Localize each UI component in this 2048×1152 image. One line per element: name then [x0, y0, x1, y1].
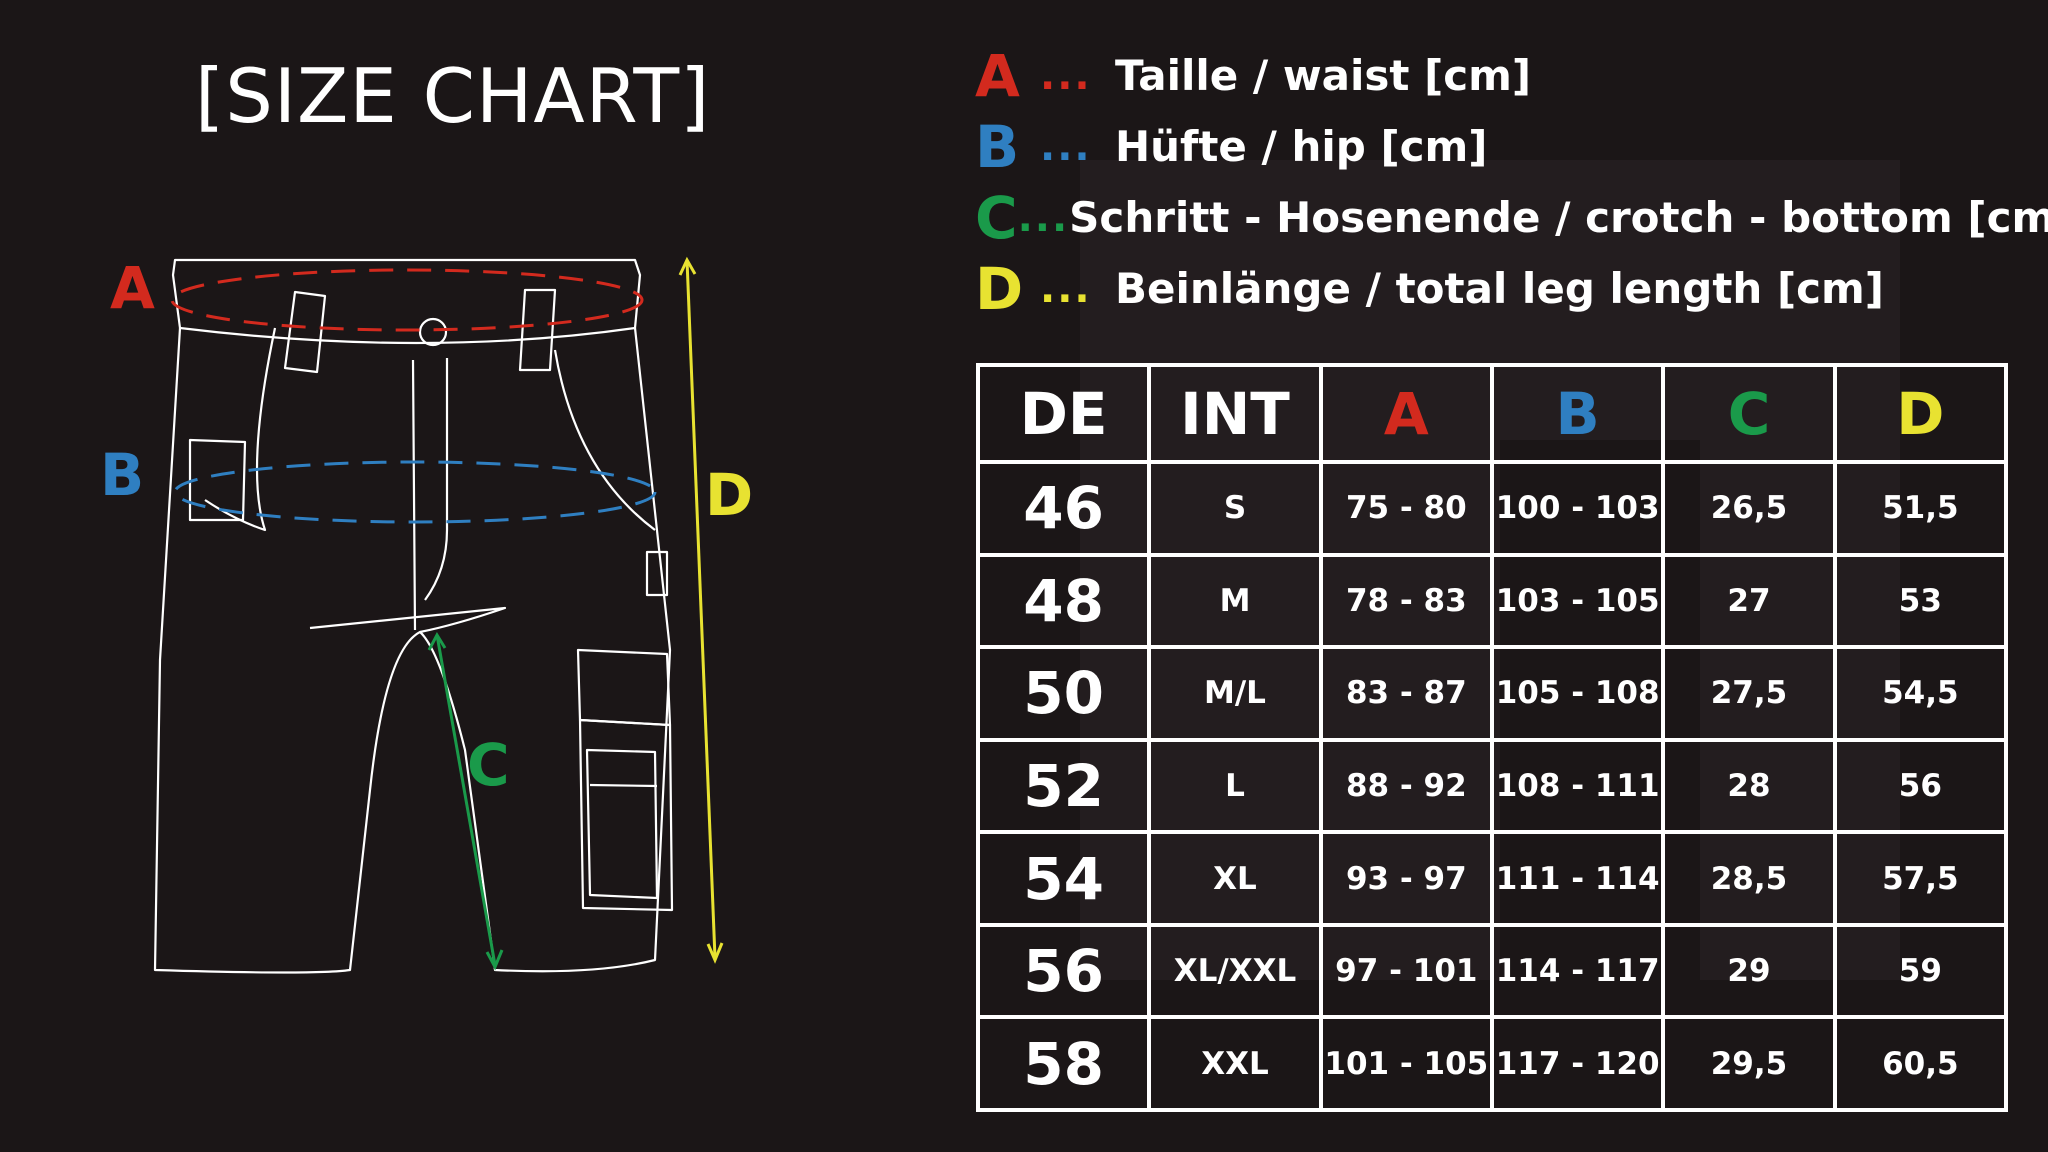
legend-row-a: A ... Taille / waist [cm]	[975, 40, 2035, 111]
cell-int: M	[1147, 552, 1323, 650]
cell-d: 59	[1832, 922, 2009, 1020]
cell-int: L	[1147, 737, 1323, 835]
cell-a: 83 - 87	[1318, 645, 1494, 742]
table-row: 48 M 78 - 83 103 - 105 27 53	[975, 552, 2009, 650]
cell-b: 100 - 103	[1489, 460, 1666, 557]
cell-de: 56	[975, 922, 1152, 1020]
cell-a: 101 - 105	[1318, 1015, 1494, 1112]
legend-text-waist: Taille / waist [cm]	[1115, 51, 1532, 100]
crotch-measure-arrow	[427, 631, 504, 971]
table-row: 46 S 75 - 80 100 - 103 26,5 51,5	[975, 460, 2009, 557]
cell-d: 53	[1832, 552, 2009, 650]
cell-c: 27,5	[1661, 645, 1837, 742]
pocket-left-patch	[188, 438, 247, 522]
leg-length-measure-arrow	[678, 256, 724, 964]
header-c: C	[1661, 363, 1837, 464]
legend-dots-a: ...	[1040, 52, 1092, 99]
cell-c: 28	[1661, 737, 1837, 835]
side-tab	[645, 550, 669, 597]
header-a: A	[1318, 363, 1494, 464]
pocket-left	[204, 327, 277, 532]
legend-row-d: D ... Beinlänge / total leg length [cm]	[975, 253, 2035, 324]
table-header-row: DE INT A B C D	[975, 363, 2009, 464]
size-table: DE INT A B C D 46 S 75 - 80 100 - 103 26…	[975, 363, 2009, 1112]
cell-c: 28,5	[1661, 830, 1837, 927]
table-row: 52 L 88 - 92 108 - 111 28 56	[975, 737, 2009, 835]
cell-b: 108 - 111	[1489, 737, 1666, 835]
measurement-legend: A ... Taille / waist [cm] B ... Hüfte / …	[975, 40, 2048, 324]
shorts-diagram: A B C D	[95, 230, 795, 990]
page-title: [SIZE CHART]	[195, 52, 711, 140]
cell-b: 103 - 105	[1489, 552, 1666, 650]
table-row: 54 XL 93 - 97 111 - 114 28,5 57,5	[975, 830, 2009, 927]
cargo-flap	[576, 648, 672, 727]
diagram-label-c: C	[467, 731, 510, 799]
diagram-label-d: D	[705, 461, 753, 529]
table-row: 56 XL/XXL 97 - 101 114 - 117 29 59	[975, 922, 2009, 1020]
cell-d: 51,5	[1832, 460, 2009, 557]
belt-loop-right	[518, 288, 557, 372]
cell-c: 27	[1661, 552, 1837, 650]
header-d: D	[1832, 363, 2009, 464]
cell-int: XL	[1147, 830, 1323, 927]
cell-b: 117 - 120	[1489, 1015, 1666, 1112]
legend-dots-d: ...	[1040, 265, 1092, 312]
cell-a: 75 - 80	[1318, 460, 1494, 557]
cell-a: 97 - 101	[1318, 922, 1494, 1020]
cell-int: XXL	[1147, 1015, 1323, 1112]
pocket-right	[553, 349, 656, 531]
legend-text-hip: Hüfte / hip [cm]	[1115, 122, 1488, 171]
cell-de: 48	[975, 552, 1152, 650]
header-int: INT	[1147, 363, 1323, 464]
legend-letter-b: B	[975, 112, 1020, 181]
cell-b: 105 - 108	[1489, 645, 1666, 742]
legend-text-leg-length: Beinlänge / total leg length [cm]	[1115, 264, 1885, 313]
waist-button	[418, 317, 448, 347]
legend-dots-c: ...	[1017, 194, 1070, 241]
cargo-inner	[585, 748, 659, 900]
cell-int: XL/XXL	[1147, 922, 1323, 1020]
cell-d: 54,5	[1832, 645, 2009, 742]
diagram-label-a: A	[110, 254, 155, 322]
table-row: 58 XXL 101 - 105 117 - 120 29,5 60,5	[975, 1015, 2009, 1112]
cell-d: 57,5	[1832, 830, 2009, 927]
cargo-inner-line	[589, 783, 658, 788]
shorts-outline	[153, 327, 672, 974]
legend-text-crotch: Schritt - Hosenende / crotch - bottom [c…	[1069, 193, 2048, 242]
legend-dots-b: ...	[1040, 123, 1092, 170]
cell-a: 88 - 92	[1318, 737, 1494, 835]
shorts-illustration: A B C D	[100, 254, 753, 974]
legend-row-b: B ... Hüfte / hip [cm]	[975, 111, 2035, 182]
table-row: 50 M/L 83 - 87 105 - 108 27,5 54,5	[975, 645, 2009, 742]
waist-measure-ellipse	[170, 268, 644, 332]
diagram-label-b: B	[100, 441, 144, 509]
legend-row-c: C ... Schritt - Hosenende / crotch - bot…	[975, 182, 2048, 253]
header-b: B	[1489, 363, 1666, 464]
cell-d: 56	[1832, 737, 2009, 835]
fly-line	[411, 358, 449, 631]
cell-int: S	[1147, 460, 1323, 557]
cell-c: 26,5	[1661, 460, 1837, 557]
cell-c: 29	[1661, 922, 1837, 1020]
cell-int: M/L	[1147, 645, 1323, 742]
cell-de: 46	[975, 460, 1152, 557]
legend-letter-a: A	[975, 41, 1020, 110]
legend-letter-d: D	[975, 254, 1024, 323]
header-de: DE	[975, 363, 1152, 464]
hip-measure-ellipse	[173, 460, 657, 524]
cell-d: 60,5	[1832, 1015, 2009, 1112]
cell-de: 58	[975, 1015, 1152, 1112]
cell-de: 54	[975, 830, 1152, 927]
cell-a: 93 - 97	[1318, 830, 1494, 927]
cell-a: 78 - 83	[1318, 552, 1494, 650]
cell-de: 50	[975, 645, 1152, 742]
cell-b: 114 - 117	[1489, 922, 1666, 1020]
belt-loop-left	[283, 290, 327, 374]
cell-c: 29,5	[1661, 1015, 1837, 1112]
crotch-seam	[309, 606, 507, 634]
cell-de: 52	[975, 737, 1152, 835]
legend-letter-c: C	[975, 183, 1018, 252]
cargo-pocket	[578, 718, 674, 912]
cell-b: 111 - 114	[1489, 830, 1666, 927]
